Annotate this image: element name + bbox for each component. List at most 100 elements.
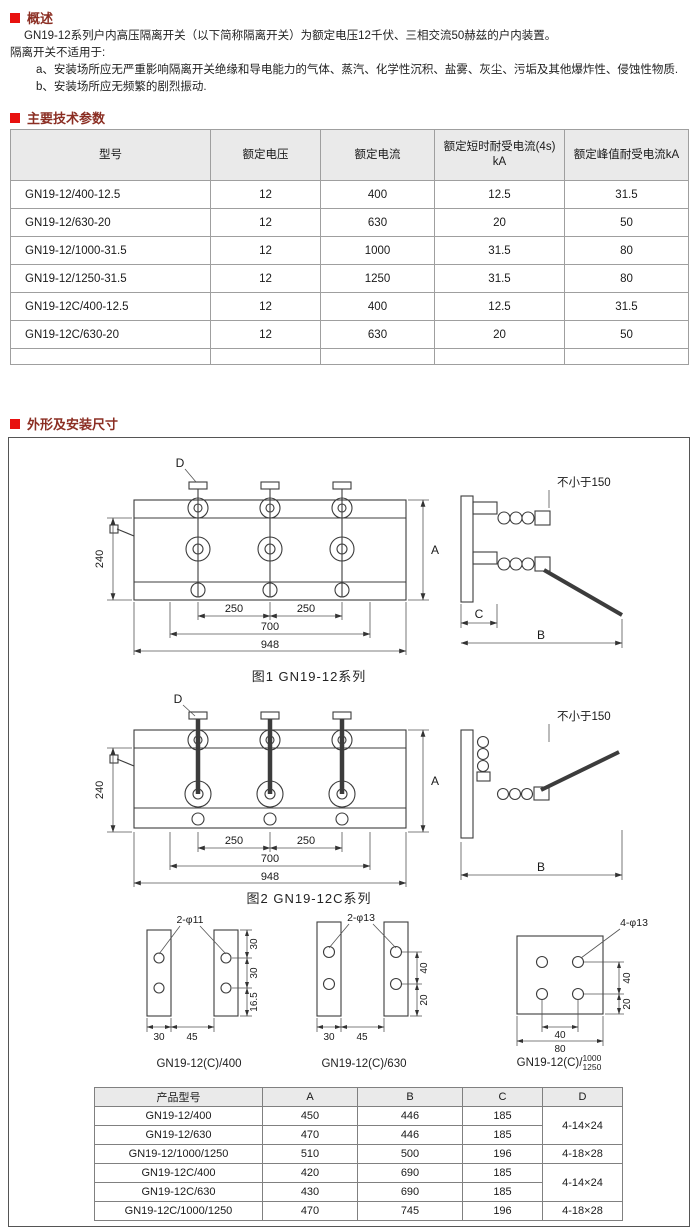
fig2-dim-a-label: A bbox=[431, 774, 439, 788]
cell: 430 bbox=[262, 1182, 358, 1202]
fig1-pole-2 bbox=[257, 481, 283, 598]
cell-model: GN19-12/1000-31.5 bbox=[10, 236, 211, 265]
table-row: GN19-12/400 450 446 185 4-14×24 bbox=[94, 1106, 623, 1145]
fraction-bottom: 1250 bbox=[582, 1062, 602, 1072]
figure2-caption: 图2 GN19-12C系列 bbox=[246, 891, 372, 906]
figure2-drawing: D 240 A 250 250 700 948 不小于150 B bbox=[94, 692, 623, 887]
table-row: GN19-12C/630 430 690 185 bbox=[94, 1182, 623, 1202]
cell: 185 bbox=[462, 1125, 543, 1145]
hole-400-label: 2-φ11 bbox=[176, 914, 203, 926]
overview-item-b: b、安装场所应无频繁的剧烈振动. bbox=[36, 81, 207, 93]
cell: 185 bbox=[462, 1106, 543, 1126]
cell: 510 bbox=[262, 1144, 358, 1164]
table-row: GN19-12C/400 420 690 185 4-14×24 bbox=[94, 1163, 623, 1202]
cell-d-merged: 4-14×24 bbox=[542, 1163, 623, 1202]
hole-400-dim-v3: 16.5 bbox=[249, 992, 260, 1012]
fig1-dim-250b-label: 250 bbox=[297, 603, 315, 615]
fig2-dim-700-label: 700 bbox=[261, 853, 279, 865]
cell: 12 bbox=[210, 320, 321, 349]
cell-empty bbox=[320, 348, 435, 365]
table-row: GN19-12/630-20 12 630 20 50 bbox=[10, 208, 689, 237]
cell-model: GN19-12C/1000/1250 bbox=[94, 1201, 263, 1221]
hole-630-dim-v1: 40 bbox=[419, 962, 430, 974]
table-row: GN19-12/1000/1250 510 500 196 4-18×28 bbox=[94, 1144, 623, 1164]
cell: 31.5 bbox=[564, 292, 689, 321]
fig1-front-view bbox=[109, 481, 407, 601]
cell: 630 bbox=[320, 208, 435, 237]
fig2-pole-2 bbox=[256, 711, 284, 826]
cell: 20 bbox=[434, 208, 565, 237]
hole-1000-label: 4-φ13 bbox=[620, 917, 648, 929]
section-tech-params-title-text: 主要技术参数 bbox=[27, 111, 106, 126]
cell: 31.5 bbox=[434, 236, 565, 265]
fig2-side-view bbox=[460, 729, 620, 839]
fig1-dim-a-label: A bbox=[431, 543, 439, 557]
cell: 80 bbox=[564, 236, 689, 265]
cell: 400 bbox=[320, 292, 435, 321]
section-outline-title: 外形及安装尺寸 bbox=[10, 414, 118, 433]
hole-400-dim-h2: 45 bbox=[186, 1032, 198, 1043]
cell: 1000 bbox=[320, 236, 435, 265]
hole-patterns-drawing: 2-φ11 30 30 16.5 30 45 2-φ13 40 bbox=[146, 912, 648, 1054]
hole-pattern-630 bbox=[316, 921, 409, 1017]
cell-model: GN19-12/400 bbox=[94, 1106, 263, 1126]
cell-model: GN19-12C/400 bbox=[94, 1163, 263, 1183]
fig2-dim-d-label: D bbox=[174, 692, 183, 706]
hole-pattern-1000-1250 bbox=[516, 935, 604, 1015]
cell-model: GN19-12/630-20 bbox=[10, 208, 211, 237]
cell: 196 bbox=[462, 1201, 543, 1221]
hole-630-dim-h2: 45 bbox=[356, 1032, 368, 1043]
cell: 745 bbox=[357, 1201, 463, 1221]
cell: 500 bbox=[357, 1144, 463, 1164]
cell: 1250 bbox=[320, 264, 435, 293]
red-square-icon bbox=[10, 112, 20, 123]
fig1-side-view bbox=[460, 495, 623, 617]
fig2-min-clearance-note: 不小于150 bbox=[557, 710, 611, 723]
hole-1000-dim-v1: 40 bbox=[622, 972, 633, 984]
cell: 196 bbox=[462, 1144, 543, 1164]
fig1-dim-240-label: 240 bbox=[94, 550, 106, 568]
cell: 4-18×28 bbox=[542, 1201, 623, 1221]
cell: 12 bbox=[210, 292, 321, 321]
overview-paragraph-1: GN19-12系列户内高压隔离开关（以下简称隔离开关）为额定电压12千伏、三相交… bbox=[24, 30, 557, 42]
cell: 630 bbox=[320, 320, 435, 349]
table-row: GN19-12/1250-31.5 12 1250 31.5 80 bbox=[10, 264, 689, 293]
cell: 400 bbox=[320, 180, 435, 209]
fig2-dimension-lines bbox=[107, 704, 623, 887]
fig2-dim-b-label: B bbox=[537, 860, 545, 874]
hole-400-dim-v2: 30 bbox=[249, 967, 260, 979]
cell: 31.5 bbox=[434, 264, 565, 293]
cell: 185 bbox=[462, 1182, 543, 1202]
cell: 446 bbox=[357, 1106, 463, 1126]
fig2-pole-3 bbox=[328, 711, 356, 826]
fig1-pole-1 bbox=[185, 481, 211, 598]
hole-1000-dim-h1: 40 bbox=[554, 1030, 566, 1041]
figure1-drawing: D 240 A 250 250 700 948 不小于150 C B bbox=[94, 456, 623, 655]
section-overview-title: 概述 bbox=[10, 8, 53, 27]
red-square-icon bbox=[10, 418, 20, 429]
cell-empty bbox=[210, 348, 321, 365]
cell: 80 bbox=[564, 264, 689, 293]
cell: 470 bbox=[262, 1201, 358, 1221]
cell: 446 bbox=[357, 1125, 463, 1145]
cell: 470 bbox=[262, 1125, 358, 1145]
col-header-rated-current: 额定电流 bbox=[320, 129, 435, 181]
cell-model: GN19-12/630 bbox=[94, 1125, 263, 1145]
fig2-dim-948-label: 948 bbox=[261, 871, 279, 883]
table-row: GN19-12/1000-31.5 12 1000 31.5 80 bbox=[10, 236, 689, 265]
cell-empty bbox=[564, 348, 689, 365]
figure1-caption: 图1 GN19-12系列 bbox=[251, 669, 367, 684]
section-overview-title-text: 概述 bbox=[27, 11, 54, 26]
hole-caption-630: GN19-12(C)/630 bbox=[321, 1058, 407, 1070]
hole-caption-prefix: GN19-12(C)/ bbox=[516, 1057, 583, 1070]
fig2-pole-1 bbox=[184, 711, 212, 826]
fig1-dim-c-label: C bbox=[475, 607, 484, 621]
cell-model: GN19-12/1250-31.5 bbox=[10, 264, 211, 293]
tech-params-table: 型号 额定电压 额定电流 额定短时耐受电流(4s) kA 额定峰值耐受电流kA … bbox=[10, 129, 689, 365]
cell: 690 bbox=[357, 1182, 463, 1202]
cell: 450 bbox=[262, 1106, 358, 1126]
col-header-model: 型号 bbox=[10, 129, 211, 181]
fig2-dim-250a-label: 250 bbox=[225, 835, 243, 847]
